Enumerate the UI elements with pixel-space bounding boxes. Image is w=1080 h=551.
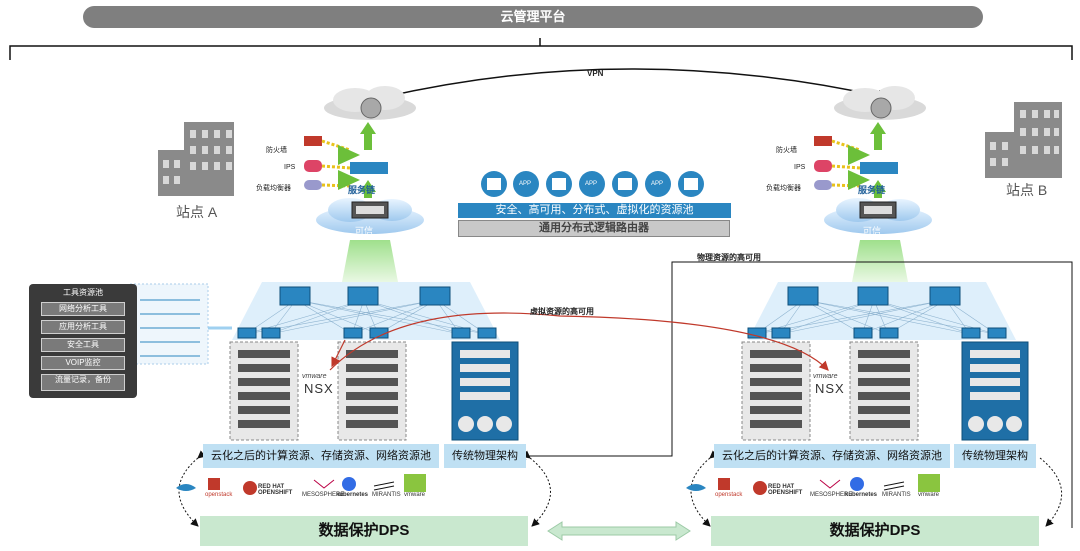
top-bracket (9, 38, 1073, 60)
green-beam-a (342, 240, 398, 282)
nsx-brand-a: NSX (304, 381, 334, 396)
traditional-label-b: 传统物理架构 (954, 444, 1036, 468)
tool-item-security: 安全工具 (41, 338, 125, 352)
load-balancer-label-a: 负载均衡器 (256, 185, 291, 192)
dps-band-b: 数据保护DPS (711, 516, 1039, 546)
load-balancer-label-b: 负载均衡器 (766, 185, 801, 192)
app-icons (481, 171, 704, 197)
virtual-ha-label: 虚拟资源的高可用 (530, 307, 594, 316)
internet-cloud-b (834, 86, 926, 120)
nsx-brand-b: NSX (815, 381, 845, 396)
logo-openstack-b: openstack (715, 492, 743, 498)
virtual-ha-arc (329, 312, 829, 371)
dps-arrow-a-left (178, 450, 206, 527)
cloud-pool-label-b: 云化之后的计算资源、存储资源、网络资源池 (714, 444, 950, 468)
resource-pool-banner: 安全、高可用、分布式、虚拟化的资源池 (458, 203, 731, 218)
firewall-label-b: 防火墙 (776, 147, 797, 154)
site-b-label: 站点 B (1006, 182, 1048, 198)
service-chain-label-b: 服务链 (858, 185, 886, 195)
logo-mesosphere-b: MESOSPHERE (810, 492, 853, 498)
trusted-label-b: 可信 (863, 226, 882, 236)
dps-band-a: 数据保护DPS (200, 516, 528, 546)
tool-item-app: 应用分析工具 (41, 320, 125, 334)
tool-item-voip: VOIP监控 (41, 356, 125, 370)
tool-pool-box: 工具资源池 网络分析工具 应用分析工具 安全工具 VOIP监控 流量记录，备份 (29, 284, 137, 398)
building-a (158, 122, 234, 196)
traditional-label-a: 传统物理架构 (444, 444, 526, 468)
trusted-label-a: 可信 (355, 226, 374, 236)
tool-item-traffic: 流量记录，备份 (41, 374, 125, 391)
dps-arrow-a-right (522, 450, 551, 527)
app-icon-label-2: APP (585, 181, 598, 187)
site-a-label: 站点 A (176, 204, 218, 220)
green-beam-b (852, 240, 908, 282)
logo-mirantis-a: MIRANTIS (372, 492, 401, 498)
dps-sync-arrow (547, 521, 691, 541)
logo-openstack-a: openstack (205, 492, 233, 498)
logo-openshift-a: RED HAT OPENSHIFT (258, 484, 293, 496)
app-icon-label-1: APP (519, 181, 532, 187)
logo-mesosphere-a: MESOSPHERE (302, 492, 345, 498)
physical-ha-label: 物理资源的高可用 (697, 253, 761, 262)
service-chain-b (814, 122, 898, 198)
trusted-cloud-a (316, 198, 424, 234)
tool-connectors (129, 283, 232, 365)
logical-router-bar: 通用分布式逻辑路由器 (458, 220, 730, 237)
vmware-brand-a: vmware (302, 373, 327, 380)
ips-label-a: IPS (284, 164, 296, 171)
app-icon-label-3: APP (651, 181, 664, 187)
ips-label-b: IPS (794, 164, 806, 171)
vmware-brand-b: vmware (813, 373, 838, 380)
logo-kubernetes-b: kubernetes (845, 492, 878, 498)
service-chain-label-a: 服务链 (348, 185, 376, 195)
logo-mirantis-b: MIRANTIS (882, 492, 911, 498)
dps-arrow-b-left (690, 450, 718, 527)
logo-openshift-b: RED HAT OPENSHIFT (768, 484, 803, 496)
tool-item-network: 网络分析工具 (41, 302, 125, 316)
internet-cloud-a (324, 86, 416, 120)
network-fabric-b (747, 282, 1016, 340)
server-racks-a (229, 341, 519, 441)
cloud-pool-label-a: 云化之后的计算资源、存储资源、网络资源池 (203, 444, 439, 468)
logo-row-a (176, 474, 426, 495)
server-racks-b (741, 341, 1029, 441)
dps-arrow-b-right (1039, 457, 1062, 527)
vpn-arc (368, 68, 890, 107)
logo-vmware-b: vmware (918, 492, 940, 498)
logo-kubernetes-a: kubernetes (336, 492, 369, 498)
trusted-cloud-b (824, 198, 932, 234)
network-fabric-a (232, 282, 500, 340)
cloud-management-bar: 云管理平台 (83, 6, 983, 28)
tool-pool-title: 工具资源池 (63, 288, 103, 297)
firewall-label-a: 防火墙 (266, 147, 287, 154)
building-b (985, 102, 1062, 178)
vpn-label: VPN (587, 69, 604, 78)
service-chain-a (304, 122, 388, 198)
physical-ha-line (522, 261, 1073, 528)
logo-vmware-a: vmware (404, 492, 426, 498)
logo-row-b (686, 474, 940, 495)
